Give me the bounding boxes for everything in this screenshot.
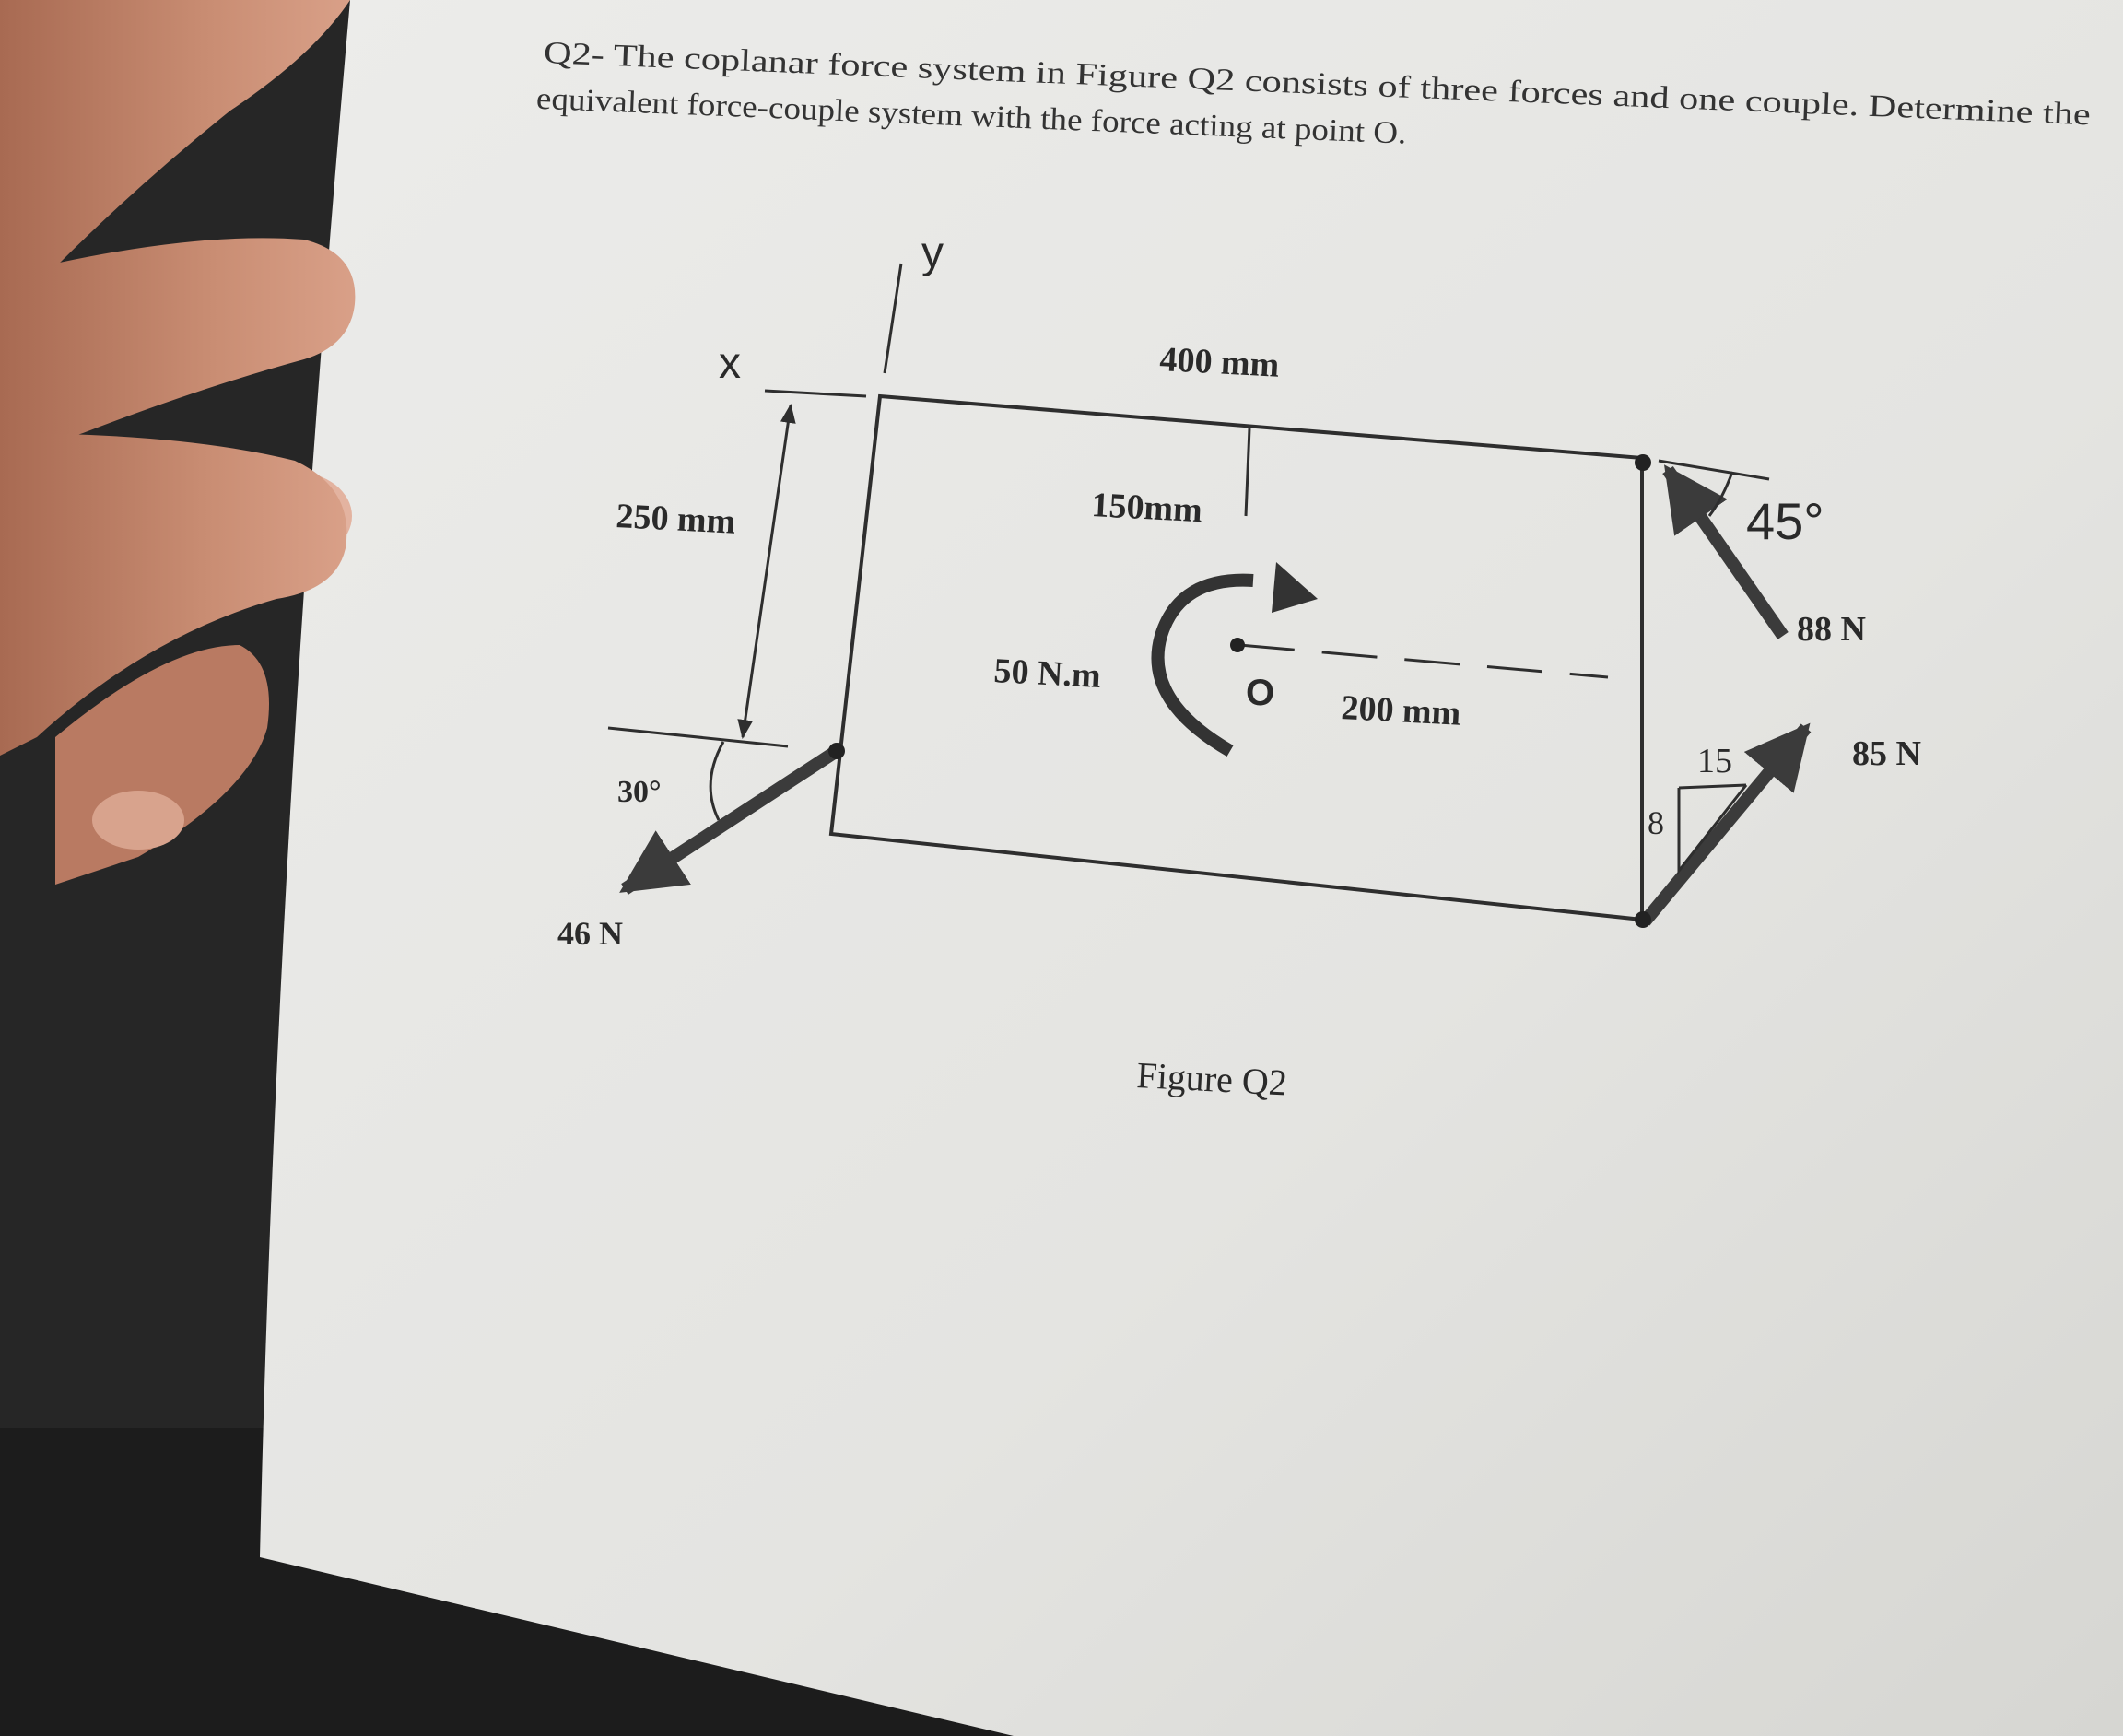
angle-30-arc xyxy=(709,741,725,821)
y-axis-line xyxy=(883,263,903,374)
x-axis-line xyxy=(764,389,867,398)
force-85-arrow xyxy=(1639,722,1812,926)
dim-200-dashed-line xyxy=(1238,643,1609,679)
corner-bottom-left-point xyxy=(828,743,845,759)
angle-45-arc xyxy=(1707,471,1734,517)
force-46-label: 46 N xyxy=(557,915,623,952)
slope-triangle xyxy=(1677,784,1748,875)
hand xyxy=(0,0,356,885)
couple-label: 50 N.m xyxy=(993,651,1102,696)
angle-45-reference xyxy=(1658,459,1770,481)
corner-bottom-right-point xyxy=(1635,911,1651,928)
force-88-label: 88 N xyxy=(1797,610,1866,649)
angle-30-label: 30° xyxy=(617,775,662,809)
slope-triangle-top xyxy=(1678,783,1747,790)
dim-250-line xyxy=(737,403,796,740)
angle-45-label: 45° xyxy=(1746,492,1824,550)
point-o xyxy=(1230,638,1245,652)
dim-150-tick xyxy=(1244,428,1251,517)
point-o-label: O xyxy=(1246,673,1274,713)
force-85-label: 85 N xyxy=(1852,734,1921,773)
dim-250-label: 250 mm xyxy=(616,497,737,542)
figure-caption: Figure Q2 xyxy=(1136,1054,1288,1103)
force-46-arrow xyxy=(619,745,840,895)
force-88-arrow xyxy=(1662,464,1789,639)
dim-400-label: 400 mm xyxy=(1159,340,1281,385)
corner-top-right-point xyxy=(1635,454,1651,471)
dim-200-label: 200 mm xyxy=(1341,688,1462,733)
paper-sheet xyxy=(260,0,2123,1736)
angle-30-reference-line xyxy=(607,726,789,748)
slope-15-label: 15 xyxy=(1697,742,1732,780)
dim-150-label: 150mm xyxy=(1091,486,1203,530)
couple-arc xyxy=(1151,573,1254,757)
couple-arrowhead xyxy=(1272,562,1318,613)
x-axis-label: x xyxy=(719,339,741,388)
y-axis-label: y xyxy=(921,229,944,277)
slope-8-label: 8 xyxy=(1648,804,1664,841)
